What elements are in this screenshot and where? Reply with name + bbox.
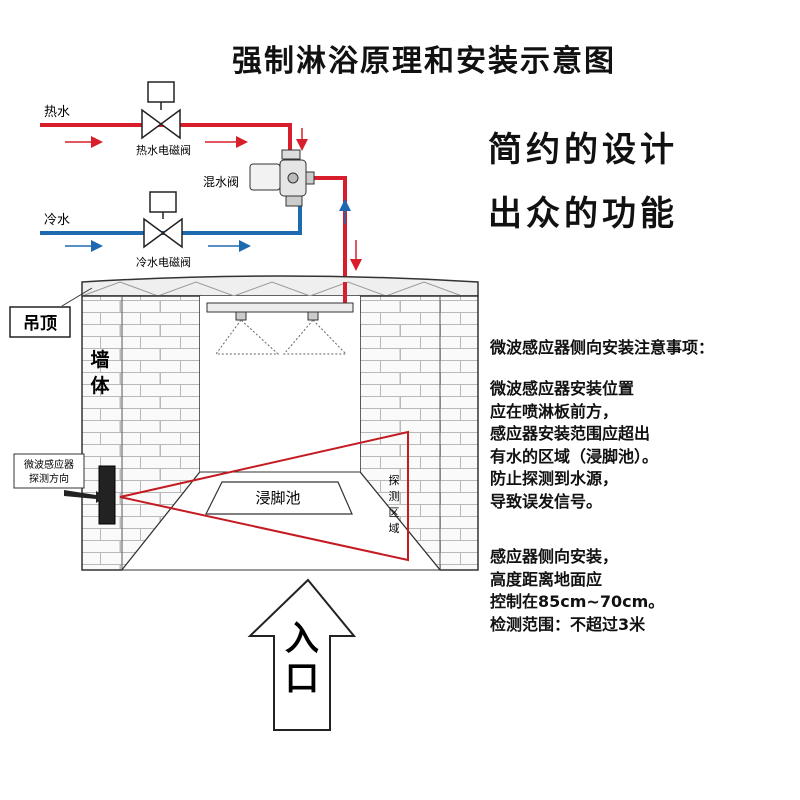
- note-line: 有水的区域（浸脚池）。: [490, 446, 659, 466]
- cold-water-pipe: [40, 199, 351, 252]
- slogan-line: 出众的功能: [488, 194, 678, 234]
- wall-label-char: 体: [90, 374, 110, 397]
- wall-label-char: 墙: [90, 348, 109, 371]
- cold-valve-label: 冷水电磁阀: [136, 255, 191, 269]
- note-line: 防止探测到水源，: [490, 469, 619, 489]
- note-line: 检测范围：不超过3米: [490, 614, 646, 634]
- back-wall: [200, 296, 360, 472]
- ceiling-label: 吊顶: [23, 314, 57, 334]
- sensor-direction-label: 探测方向: [29, 472, 69, 485]
- notes-block-position: 微波感应器安装位置 应在喷淋板前方， 感应器安装范围应超出 有水的区域（浸脚池）…: [490, 378, 658, 514]
- note-line: 感应器安装范围应超出: [490, 424, 651, 444]
- hot-valve-label: 热水电磁阀: [136, 143, 191, 157]
- hot-solenoid-valve-icon: [141, 81, 181, 140]
- ceiling-label-box: [9, 306, 71, 338]
- detect-zone-char: 域: [389, 522, 400, 535]
- notes-block-height: 感应器侧向安装， 高度距离地面应 控制在85cm~70cm。 检测范围：不超过3…: [490, 546, 664, 636]
- note-line: 微波感应器安装位置: [490, 379, 635, 398]
- detect-zone-char: 探: [389, 474, 400, 487]
- mixing-valve-icon: [249, 149, 315, 207]
- note-line: 感应器侧向安装，: [490, 547, 619, 566]
- floor: [120, 471, 442, 571]
- mixing-valve-label: 混水阀: [203, 175, 239, 189]
- ceiling-pointer: [61, 287, 93, 307]
- note-line: 导致误发信号。: [490, 491, 603, 511]
- arrow-right-icon: [64, 490, 106, 503]
- detect-zone-char: 区: [389, 506, 400, 519]
- foot-pool: [205, 481, 353, 515]
- note-line: 应在喷淋板前方，: [490, 401, 619, 421]
- hot-water-label: 热水: [44, 105, 70, 120]
- hot-water-pipe: [40, 123, 362, 282]
- entrance-label-char: 口: [285, 659, 319, 699]
- sensor-label-box: [13, 453, 85, 489]
- slogan-line: 简约的设计: [488, 130, 678, 170]
- note-line: 高度距离地面应: [490, 569, 603, 589]
- cold-solenoid-valve-icon: [143, 191, 183, 249]
- page-title: 强制淋浴原理和安装示意图: [232, 44, 616, 79]
- detection-zone-triangle: [119, 430, 409, 562]
- entrance-label-char: 入: [285, 619, 319, 659]
- shower-panel: [206, 282, 354, 313]
- detect-zone-char: 测: [389, 490, 400, 503]
- entrance-arrow-icon: [247, 578, 357, 731]
- ceiling-truss: [81, 275, 479, 297]
- note-line: 控制在85cm~70cm。: [490, 592, 665, 612]
- sensor-label: 微波感应器: [24, 458, 74, 471]
- notes-heading: 微波感应器侧向安装注意事项：: [490, 338, 715, 357]
- shower-nozzle-icon: [282, 311, 348, 355]
- foot-pool-label: 浸脚池: [255, 489, 300, 507]
- cold-water-label: 冷水: [44, 213, 70, 228]
- shower-nozzle-icon: [215, 311, 280, 355]
